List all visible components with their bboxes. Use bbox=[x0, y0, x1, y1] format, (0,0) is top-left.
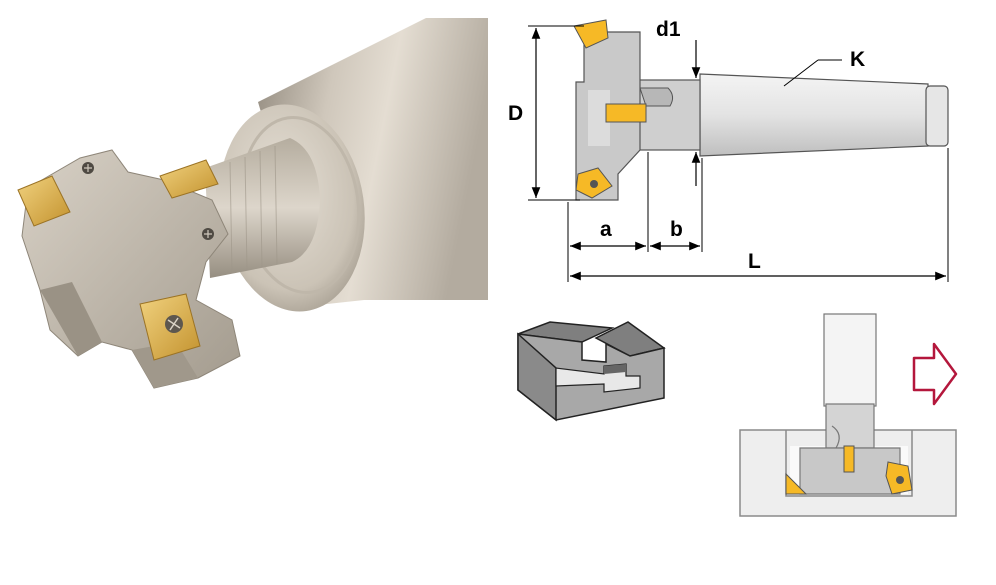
insert-top bbox=[159, 159, 219, 199]
label-L: L bbox=[748, 250, 761, 273]
section-shank bbox=[823, 313, 877, 407]
screw-icon bbox=[165, 315, 183, 333]
feed-direction-arrow-icon bbox=[912, 342, 958, 406]
t-slot-cutter-dimension-drawing: D d1 K a b L bbox=[508, 18, 949, 282]
tang bbox=[925, 85, 949, 147]
t-slot-cutter-photo bbox=[17, 18, 488, 389]
insert-middle-diagram bbox=[605, 103, 647, 123]
cutter-body-highlight bbox=[588, 90, 610, 146]
label-K: K bbox=[850, 48, 865, 71]
block-side-face bbox=[517, 332, 557, 422]
cutter-neck bbox=[205, 138, 320, 278]
section-insert-right bbox=[885, 461, 913, 495]
leader-K bbox=[783, 59, 819, 87]
t-slot-cutting-section bbox=[739, 313, 957, 517]
label-a: a bbox=[600, 218, 612, 241]
insert-top-diagram bbox=[573, 19, 609, 49]
cutter-head-side-face bbox=[40, 282, 102, 356]
screw-icon bbox=[202, 228, 214, 240]
t-slot-outline bbox=[785, 430, 913, 497]
taper-shank bbox=[699, 73, 929, 157]
insert-left bbox=[17, 175, 71, 227]
t-slot-inner-shadow bbox=[604, 364, 626, 374]
cutter-head-side-face-2 bbox=[132, 342, 198, 388]
section-insert-left bbox=[785, 472, 808, 495]
neck-machining-lines bbox=[229, 145, 278, 273]
label-b: b bbox=[670, 218, 683, 241]
neck-step bbox=[639, 87, 674, 107]
label-d1: d1 bbox=[656, 18, 681, 41]
t-slot-workpiece-isometric bbox=[517, 321, 666, 422]
section-insert-middle bbox=[843, 445, 855, 473]
section-neck bbox=[825, 403, 875, 449]
screw-icon bbox=[82, 162, 94, 174]
insert-bottom-diagram bbox=[575, 167, 613, 199]
label-D: D bbox=[508, 102, 523, 125]
section-neck-curve bbox=[831, 425, 840, 449]
